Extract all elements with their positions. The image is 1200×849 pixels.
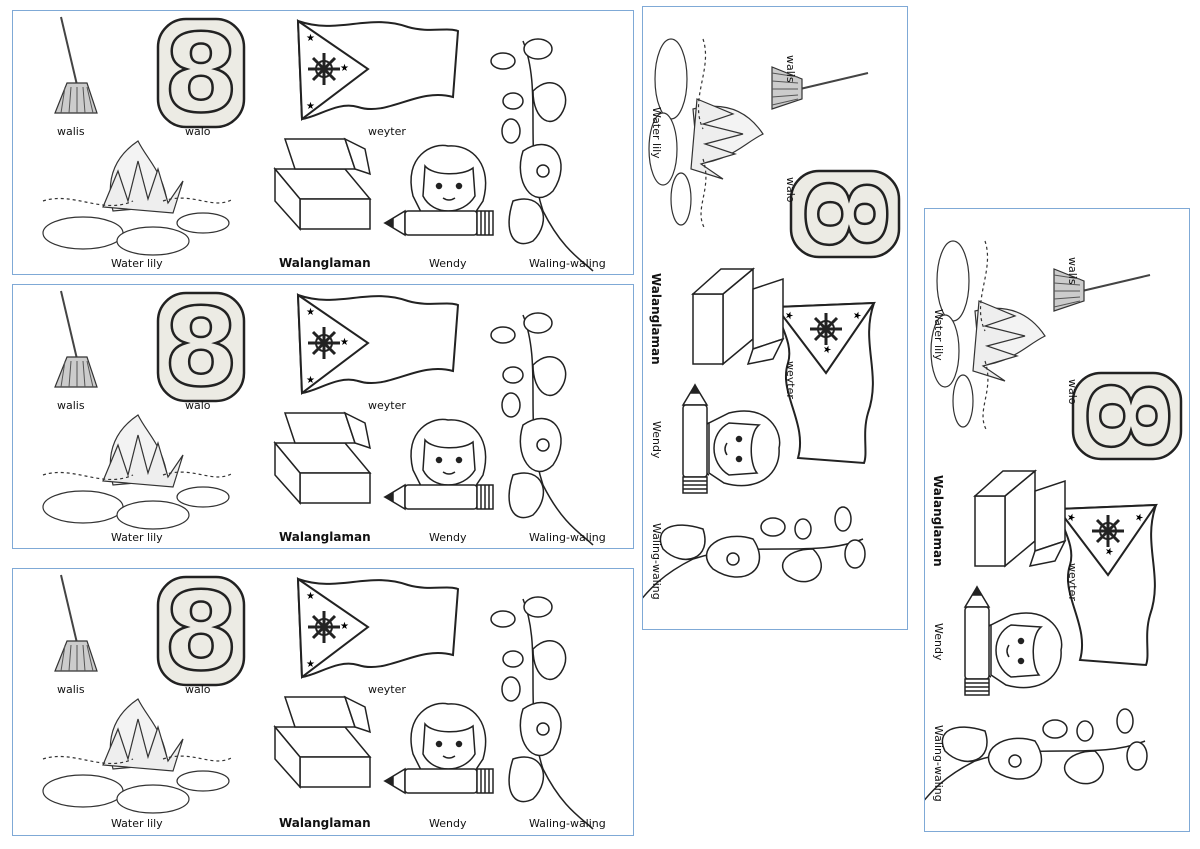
word-walo: walo bbox=[784, 177, 797, 203]
word-wendy: Wendy bbox=[932, 623, 945, 661]
card-art bbox=[42, 11, 594, 272]
word-wendy: Wendy bbox=[429, 817, 467, 830]
card-art bbox=[42, 285, 594, 546]
word-waterlily: Water lily bbox=[111, 531, 163, 544]
word-waling-waling: Waling-waling bbox=[529, 817, 606, 830]
word-walanglaman: Walanglaman bbox=[279, 256, 371, 270]
word-walanglaman: Walanglaman bbox=[279, 530, 371, 544]
word-wendy: Wendy bbox=[650, 421, 663, 459]
word-walis: walis bbox=[57, 125, 85, 138]
card-art bbox=[42, 569, 594, 830]
flashcard-horizontal-2: walis walo weyter Water lily Walanglaman… bbox=[12, 284, 634, 549]
word-weyter: weyter bbox=[368, 399, 406, 412]
word-waterlily: Water lily bbox=[111, 817, 163, 830]
word-walo: walo bbox=[185, 399, 211, 412]
word-weyter: weyter bbox=[784, 361, 797, 399]
card-art bbox=[925, 240, 1189, 812]
word-walo: walo bbox=[1066, 379, 1079, 405]
word-wendy: Wendy bbox=[429, 531, 467, 544]
card-art bbox=[643, 38, 907, 610]
word-waterlily: Water lily bbox=[650, 107, 663, 159]
word-waling-waling: Waling-waling bbox=[529, 257, 606, 270]
word-waling-waling: Waling-waling bbox=[650, 523, 663, 600]
word-walis: walis bbox=[57, 399, 85, 412]
word-wendy: Wendy bbox=[429, 257, 467, 270]
flashcard-horizontal-1: walis walo weyter Water lily Walanglaman… bbox=[12, 10, 634, 275]
word-waterlily: Water lily bbox=[111, 257, 163, 270]
word-waterlily: Water lily bbox=[932, 309, 945, 361]
word-weyter: weyter bbox=[368, 125, 406, 138]
flashcard-vertical-2: walis walo weyter Water lily Walanglaman… bbox=[924, 208, 1190, 832]
word-walanglaman: Walanglaman bbox=[931, 475, 945, 567]
word-weyter: weyter bbox=[1066, 563, 1079, 601]
word-walanglaman: Walanglaman bbox=[279, 816, 371, 830]
word-walo: walo bbox=[185, 125, 211, 138]
word-waling-waling: Waling-waling bbox=[932, 725, 945, 802]
flashcard-horizontal-3: walis walo weyter Water lily Walanglaman… bbox=[12, 568, 634, 836]
word-walis: walis bbox=[57, 683, 85, 696]
word-weyter: weyter bbox=[368, 683, 406, 696]
word-walis: walis bbox=[1066, 257, 1079, 285]
word-walanglaman: Walanglaman bbox=[649, 273, 663, 365]
flashcard-vertical-1: walis walo weyter Water lily Walanglaman… bbox=[642, 6, 908, 630]
word-walis: walis bbox=[784, 55, 797, 83]
word-walo: walo bbox=[185, 683, 211, 696]
word-waling-waling: Waling-waling bbox=[529, 531, 606, 544]
